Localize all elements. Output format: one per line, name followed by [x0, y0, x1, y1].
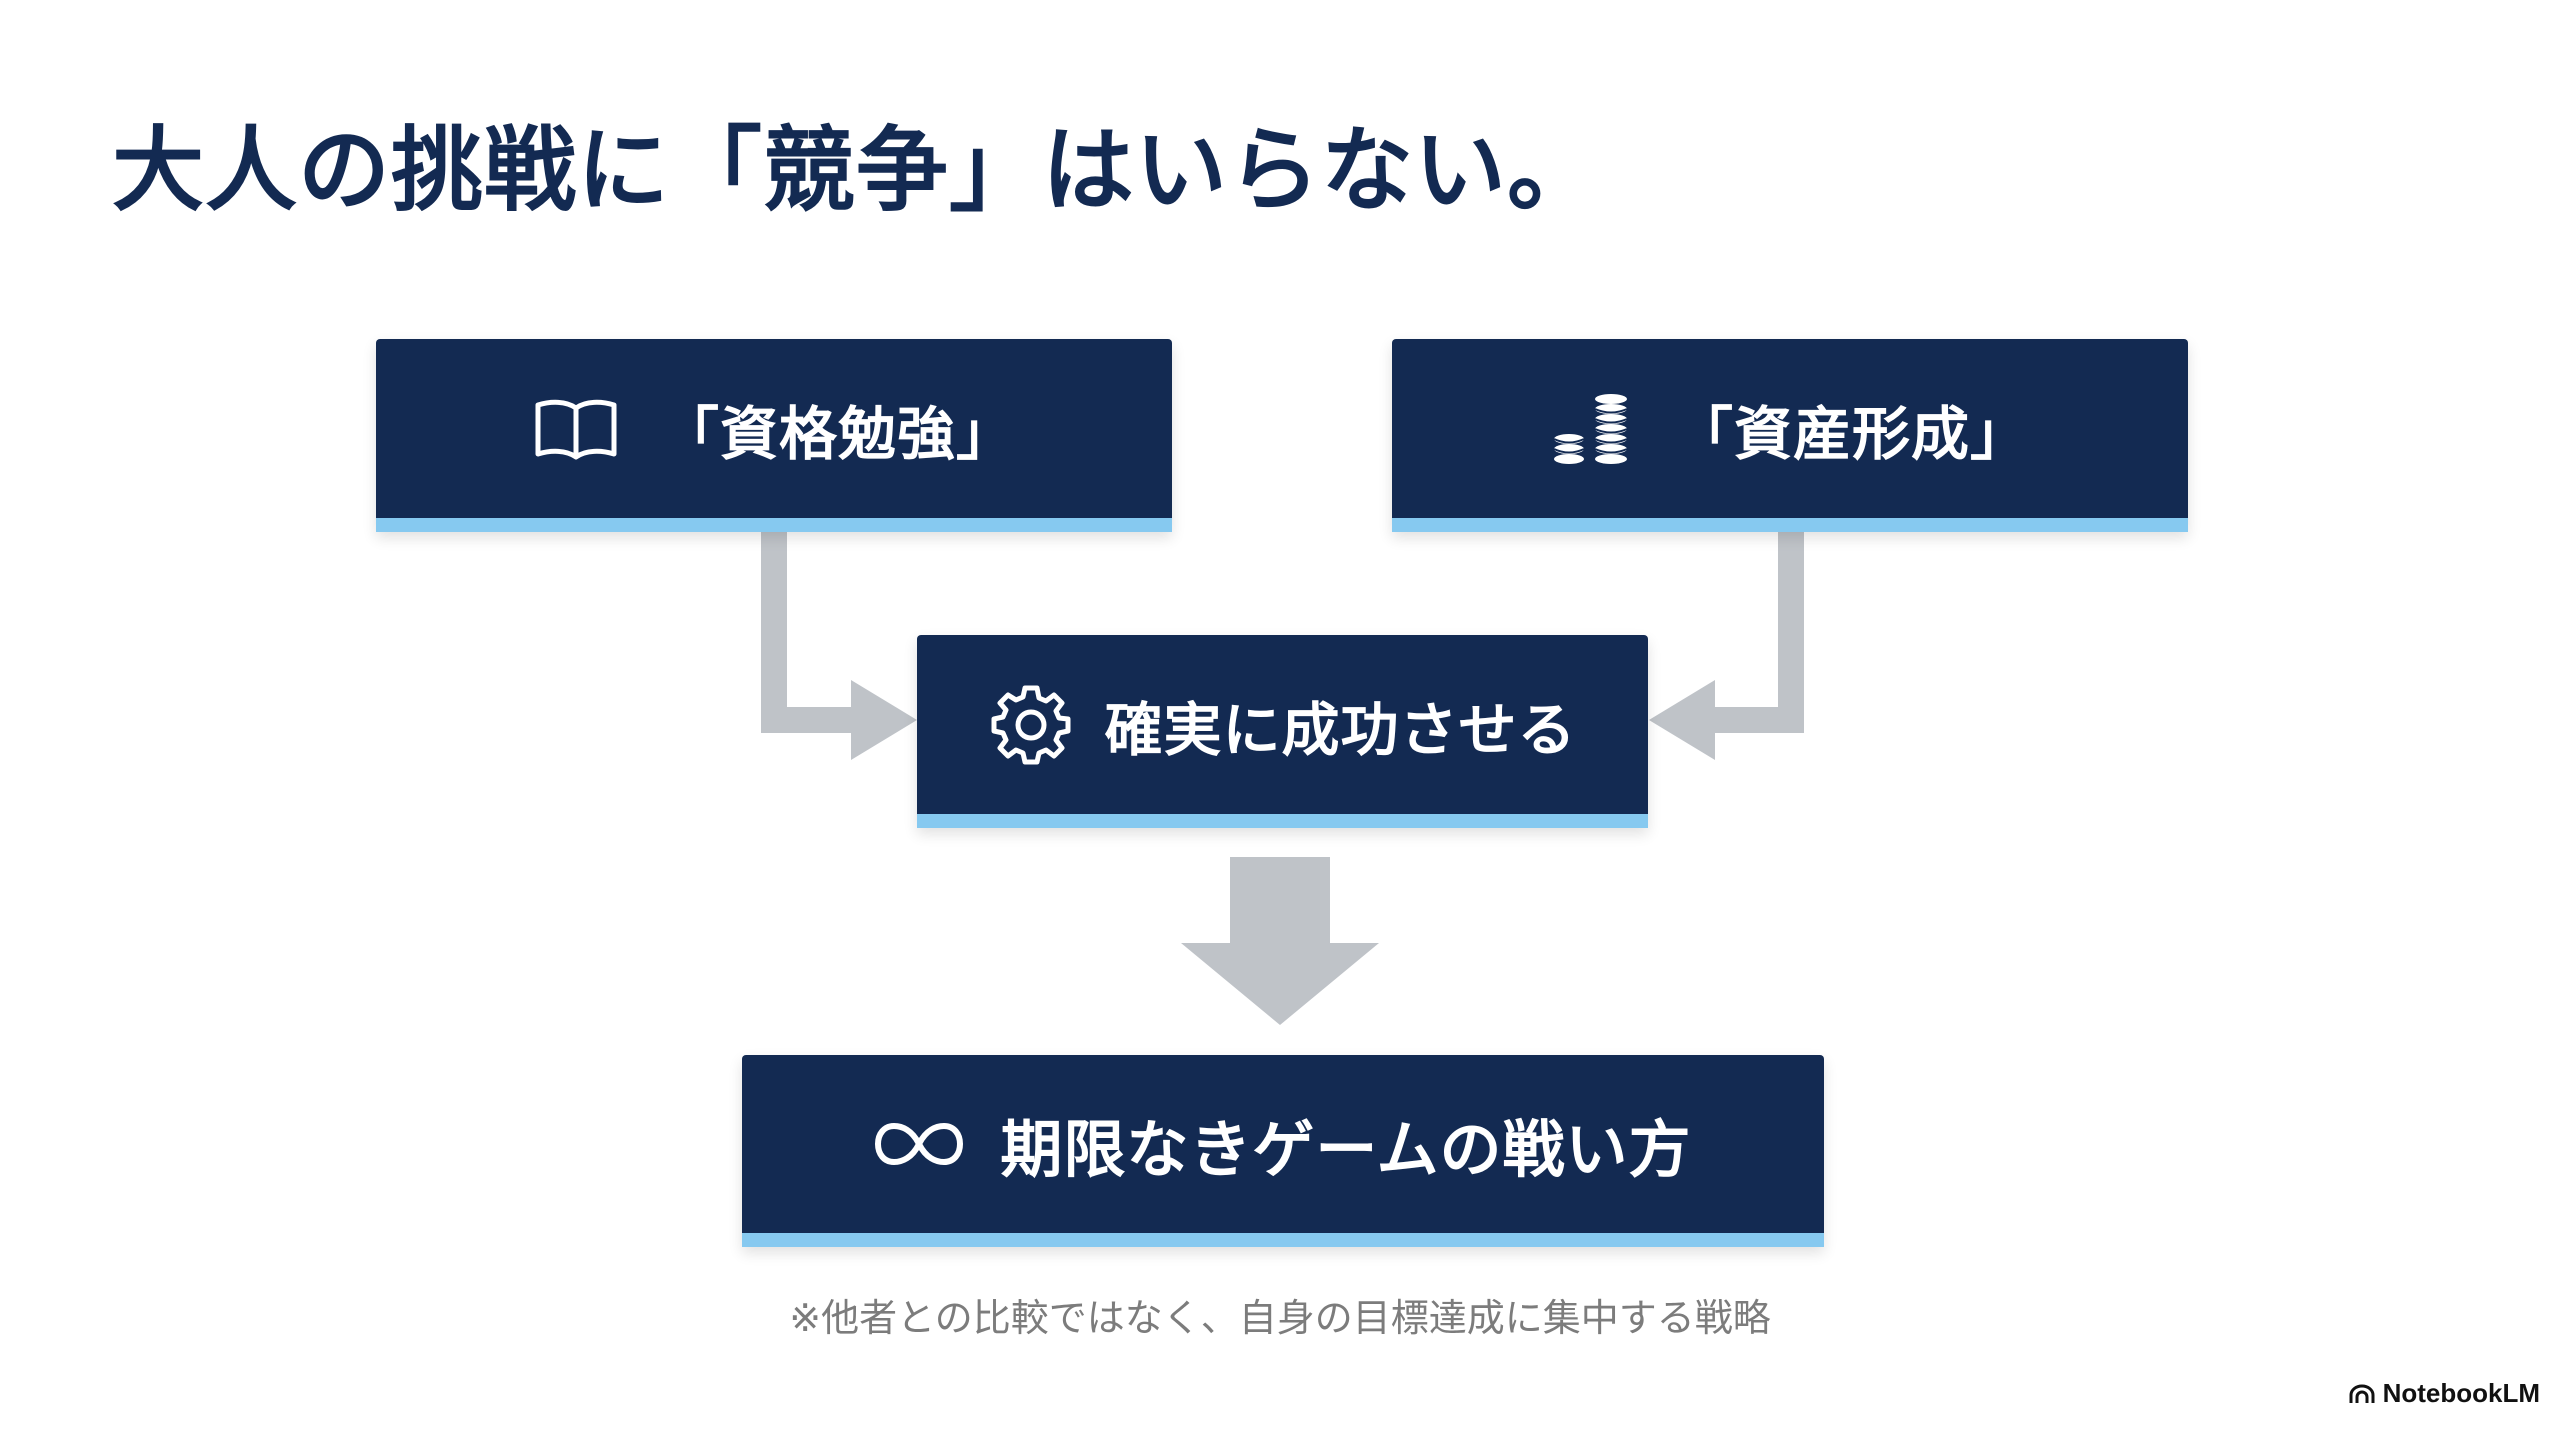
open-book-icon — [535, 399, 617, 459]
notebooklm-logo-icon — [2349, 1384, 2375, 1403]
left-connector-arrow — [761, 532, 917, 760]
qualification-study-box: 「資格勉強」 — [376, 339, 1172, 532]
infinite-game-label: 期限なきゲームの戦い方 — [1000, 1113, 1692, 1186]
infinity-icon — [875, 1122, 964, 1166]
right-connector-arrow — [1649, 532, 1804, 760]
asset-building-label: 「資産形成」 — [1674, 399, 2029, 468]
succeed-reliably-box: 確実に成功させる — [917, 635, 1648, 828]
footnote: ※他者との比較ではなく、自身の目標達成に集中する戦略 — [789, 1296, 1771, 1340]
notebooklm-watermark: NotebookLM — [2349, 1378, 2540, 1409]
infinite-game-box: 期限なきゲームの戦い方 — [742, 1055, 1824, 1247]
brand-label: NotebookLM — [2382, 1378, 2540, 1408]
gear-icon — [991, 685, 1071, 764]
qualification-study-label: 「資格勉強」 — [660, 399, 1015, 468]
down-arrow — [1181, 857, 1379, 1025]
slide-title: 大人の挑戦に「競争」はいらない。 — [112, 117, 1601, 224]
coin-stack-icon — [1553, 393, 1628, 464]
succeed-reliably-label: 確実に成功させる — [1104, 695, 1577, 764]
asset-building-box: 「資産形成」 — [1392, 339, 2188, 532]
